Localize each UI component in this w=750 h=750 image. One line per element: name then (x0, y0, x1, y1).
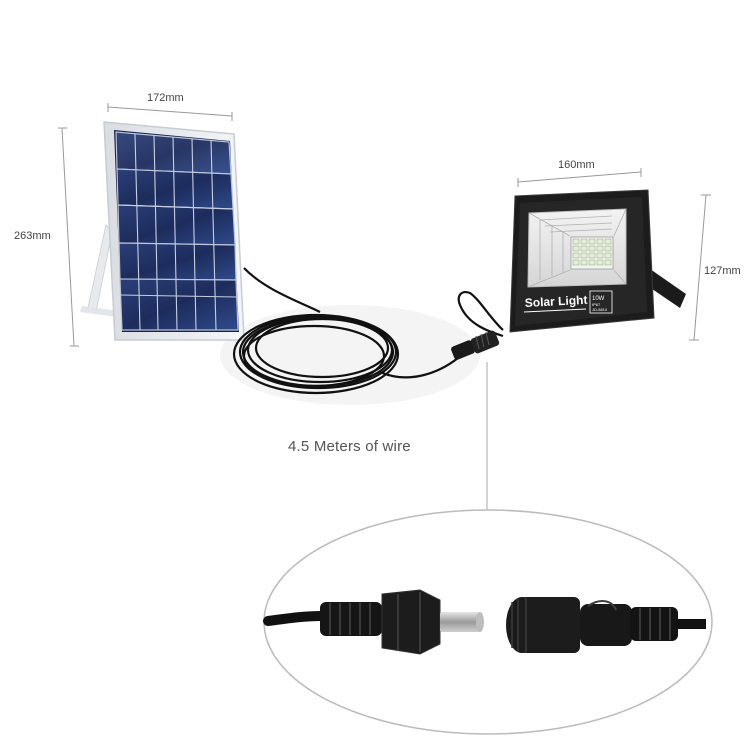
flood-light: Solar Light 10W IP67 JD-8810 (509, 189, 686, 333)
wire-length-caption: 4.5 Meters of wire (288, 438, 411, 455)
floor-shadow (220, 305, 480, 405)
badge-line3: JD-8810 (592, 307, 608, 312)
connector-zoom (263, 509, 713, 735)
badge-line2: IP67 (592, 302, 601, 307)
socket (506, 597, 678, 653)
solar-cells (115, 131, 239, 331)
light-width-label: 160mm (558, 159, 595, 171)
power-badge (589, 290, 613, 314)
light-height-label: 127mm (704, 265, 741, 277)
panel-height-label: 263mm (14, 230, 51, 242)
plug-pin (440, 612, 480, 632)
panel-width-label: 172mm (147, 92, 184, 104)
plug-nut (381, 589, 441, 655)
light-label: Solar Light (524, 293, 587, 310)
cable-connector (451, 330, 500, 360)
cable-coil (232, 267, 504, 395)
badge-power: 10W (592, 296, 605, 302)
solar-panel (80, 121, 245, 341)
plug-strain-relief (320, 602, 382, 636)
